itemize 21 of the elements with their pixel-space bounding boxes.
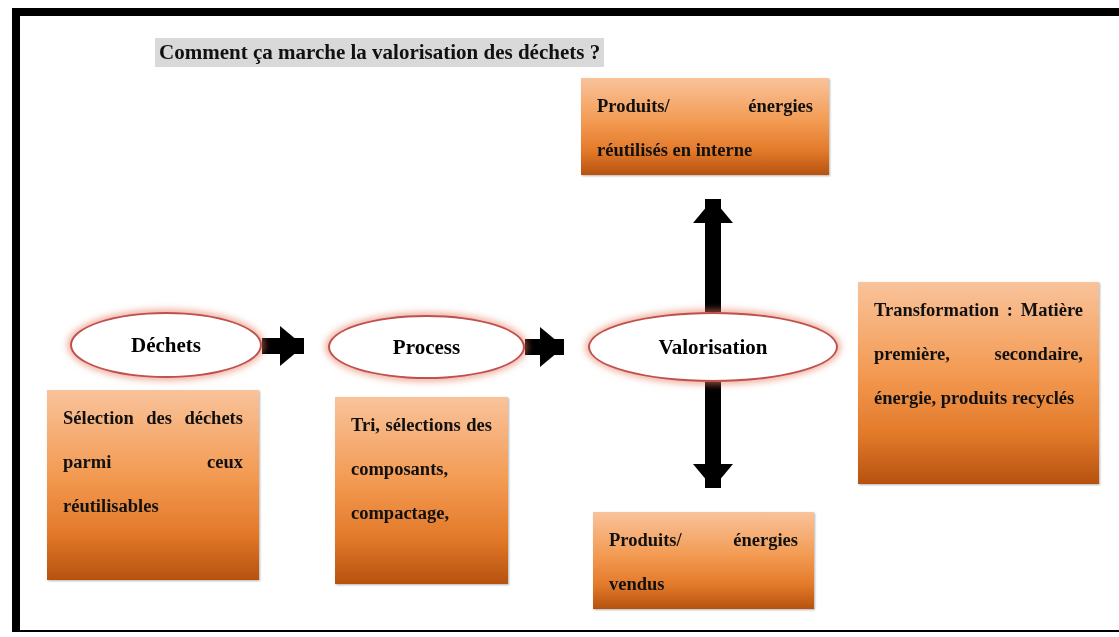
node-label: Valorisation xyxy=(658,334,768,360)
node-label: Déchets xyxy=(131,332,201,358)
block-arrow xyxy=(693,199,733,312)
box-text: Sélection des déchets parmi ceux réutilisables xyxy=(63,407,243,518)
process-ellipse xyxy=(588,312,838,382)
block-arrow xyxy=(693,382,733,488)
box-text: Produits/ énergies réutilisés en interne xyxy=(597,95,813,162)
block-arrow xyxy=(262,326,304,366)
block-arrow xyxy=(525,327,564,367)
info-box xyxy=(593,512,814,609)
diagram-title: Comment ça marche la valorisation des déchets ? xyxy=(155,38,605,67)
box-text: Produits/ énergies vendus xyxy=(609,529,798,596)
box-text: Transformation : Matière première, secondaire, énergie, produits recyclés xyxy=(874,299,1083,410)
box-text: Tri, sélections des composants, compactage, xyxy=(351,414,492,525)
info-box xyxy=(581,78,829,175)
info-box xyxy=(335,397,508,584)
node-label: Process xyxy=(392,334,461,360)
info-box xyxy=(858,282,1099,484)
info-box xyxy=(47,390,259,580)
process-ellipse xyxy=(328,315,525,379)
process-ellipse xyxy=(70,312,262,378)
